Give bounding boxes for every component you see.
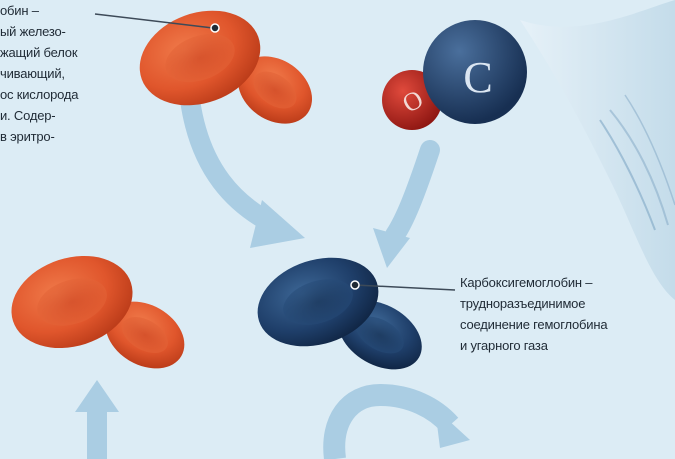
hemoglobin-caption-line: в эритро- <box>0 126 78 147</box>
carbon-label: C <box>463 53 492 102</box>
hemoglobin-caption-line: жащий белок <box>0 42 78 63</box>
carboxy-caption-line: трудноразъединимое <box>460 293 607 314</box>
hemoglobin-caption-line: чивающий, <box>0 63 78 84</box>
red-blood-cell-pair-bottom <box>0 241 196 382</box>
carboxyhemoglobin-cell-pair <box>246 243 434 384</box>
carbon-monoxide-molecule <box>382 20 527 130</box>
arrow-up-to-red-cell <box>75 380 119 459</box>
hemoglobin-caption-line: ос кислорода <box>0 84 78 105</box>
carboxy-caption-line: Карбоксигемоглобин – <box>460 272 607 293</box>
hemoglobin-caption-line: обин – <box>0 0 78 21</box>
curved-arrow-from-carboxy <box>334 395 470 459</box>
hemoglobin-caption-line: ый железо- <box>0 21 78 42</box>
hemoglobin-caption-line: и. Содер- <box>0 105 78 126</box>
background-figure <box>520 0 675 300</box>
arrow-co-to-carboxy <box>373 150 430 268</box>
carboxy-caption-line: соединение гемоглобина <box>460 314 607 335</box>
carboxy-caption-line: и угарного газа <box>460 335 607 356</box>
